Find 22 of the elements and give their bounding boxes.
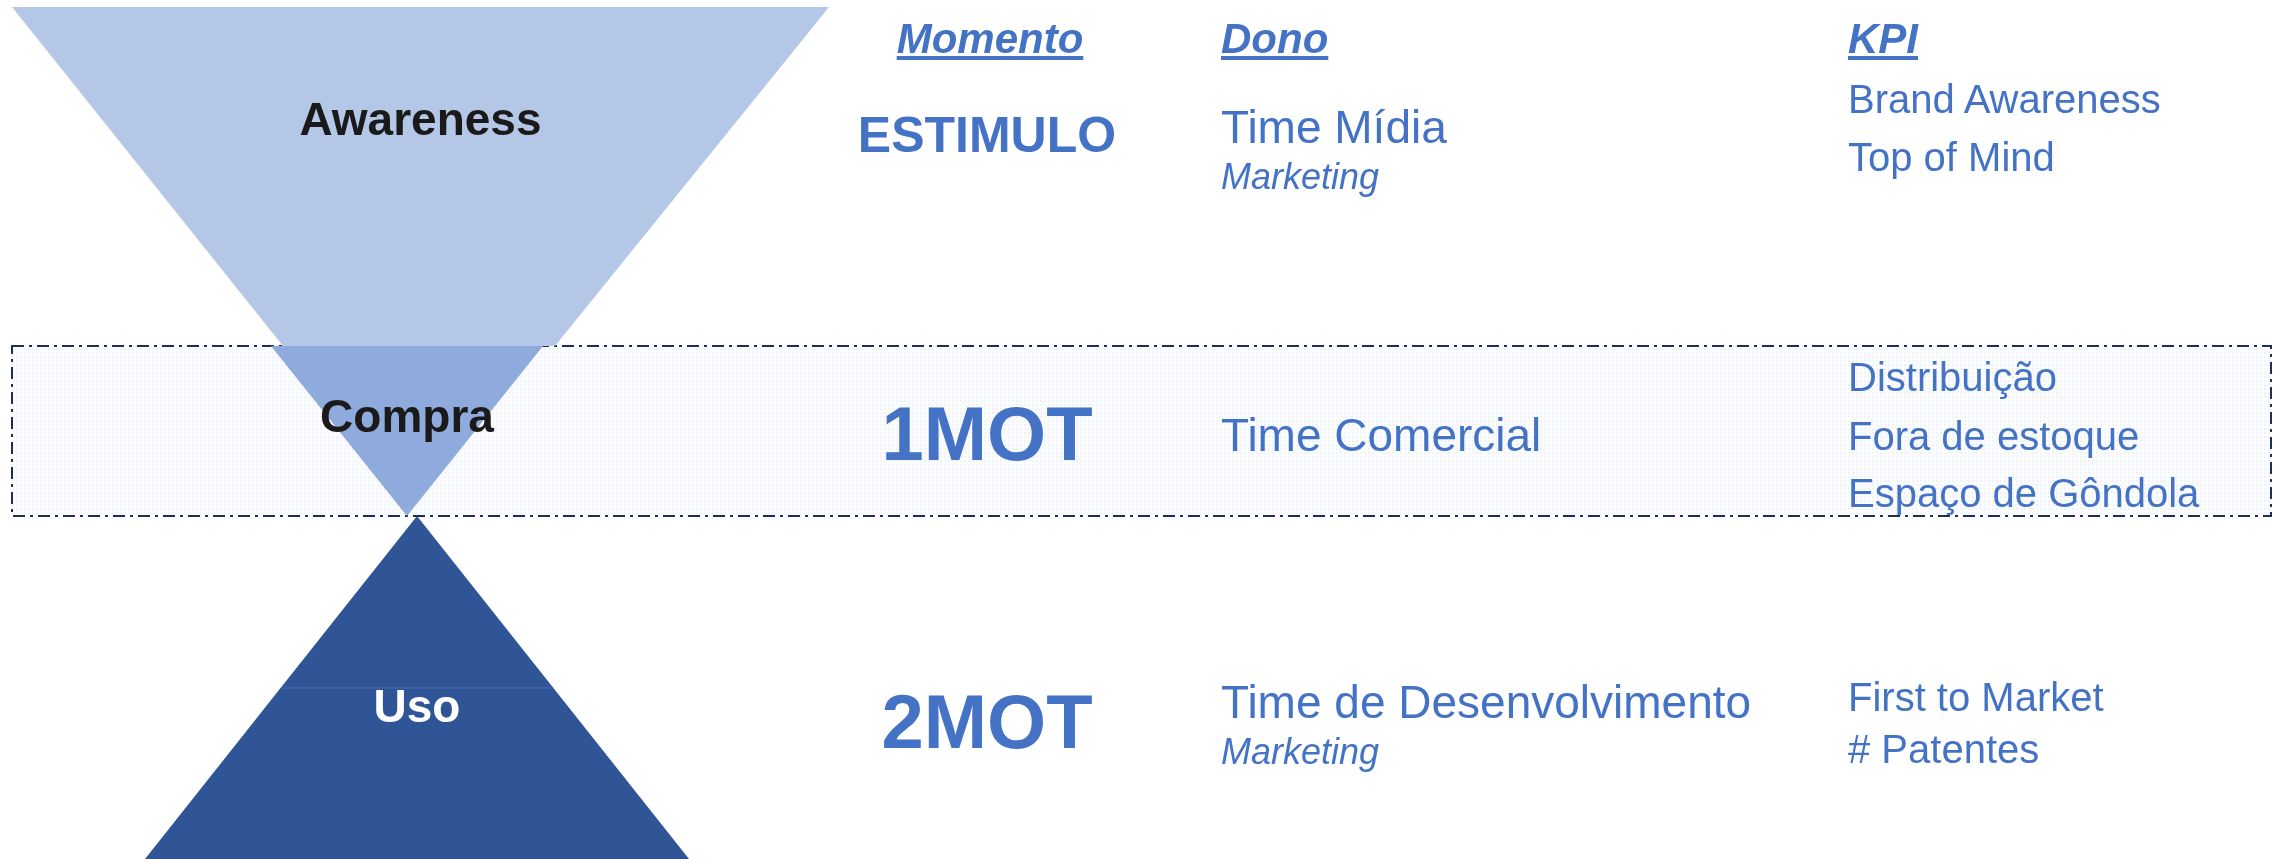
section-label: Awareness [298,96,543,142]
column-header: KPI [1848,18,1918,60]
column-header: Dono [1221,18,1329,60]
funnel-section [12,7,829,346]
kpi-label: Espaço de Gôndola [1848,473,2200,513]
owner-label: Time de Desenvolvimento [1221,679,1752,725]
moment-label: 2MOT [881,684,1093,760]
moment-label: 1MOT [881,396,1093,472]
owner-label: Time Mídia [1221,104,1447,150]
owner-label: Time Comercial [1221,412,1542,458]
kpi-label: Distribuição [1848,357,2057,397]
funnel-section [145,516,689,859]
section-label: Uso [372,683,462,729]
owner-sublabel: Marketing [1221,159,1380,195]
kpi-label: Brand Awareness [1848,79,2161,119]
kpi-label: Top of Mind [1848,137,2055,177]
kpi-label: Fora de estoque [1848,416,2140,456]
kpi-label: First to Market [1848,677,2104,717]
kpi-label: # Patentes [1848,729,2040,769]
owner-sublabel: Marketing [1221,734,1380,770]
moment-label: ESTIMULO [857,110,1117,160]
column-header: Momento [896,18,1084,60]
